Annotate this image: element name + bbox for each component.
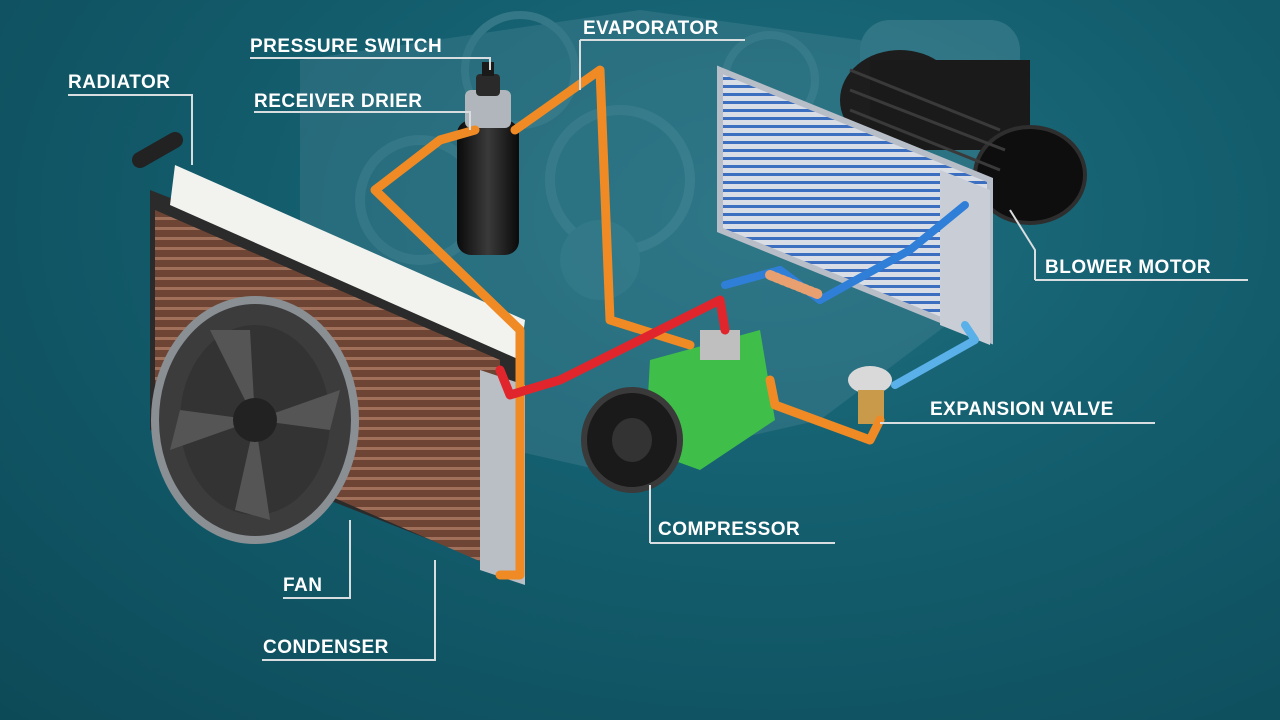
label-evaporator: EVAPORATOR [583, 18, 719, 39]
receiver-drier [457, 90, 519, 255]
low-pressure-return-line [891, 321, 979, 389]
high-pressure-gas-line [495, 295, 730, 400]
label-expansion-valve: EXPANSION VALVE [930, 399, 1114, 420]
evaporator-coil [765, 270, 825, 300]
compressor-icon [581, 330, 775, 493]
label-condenser: CONDENSER [263, 637, 389, 658]
label-pressure-switch: PRESSURE SWITCH [250, 36, 443, 57]
label-radiator: RADIATOR [68, 72, 171, 93]
refrigerant-lines [370, 65, 979, 580]
label-receiver-drier: RECEIVER DRIER [254, 91, 423, 112]
leader-lines [68, 39, 1248, 661]
label-compressor: COMPRESSOR [658, 519, 801, 540]
label-fan: FAN [283, 575, 323, 596]
low-pressure-line [721, 201, 969, 304]
label-blower-motor: BLOWER MOTOR [1045, 257, 1212, 278]
fan-icon [151, 296, 359, 544]
expansion-valve [848, 366, 892, 424]
blower-cage-icon [840, 50, 1087, 225]
